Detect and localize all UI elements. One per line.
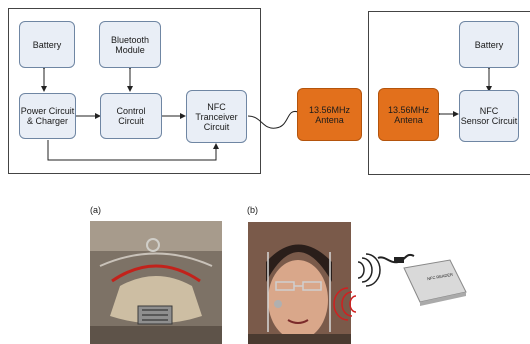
- bluetooth-module-node: Bluetooth Module: [99, 21, 161, 68]
- dental-appliance-photo: [90, 221, 222, 344]
- nfc-antenna-cable: [247, 110, 299, 129]
- red-wave-1: [349, 295, 357, 313]
- black-wave-3: [365, 253, 381, 287]
- red-wave-2: [341, 291, 353, 317]
- battery-node: Battery: [19, 21, 75, 68]
- control-circuit-node: Control Circuit: [100, 93, 162, 139]
- black-wave-2: [361, 257, 373, 283]
- appliance-illustration: [90, 221, 222, 344]
- reader-plug: [394, 257, 404, 263]
- photo-a-label: (a): [90, 205, 101, 215]
- power-nfc-bus: [47, 140, 219, 161]
- power-circuit-node: Power Circuit & Charger: [19, 93, 76, 139]
- left-antenna-node: 13.56MHz Antena: [297, 88, 362, 141]
- right-battery-node: Battery: [459, 21, 519, 68]
- red-wave-3: [333, 287, 349, 321]
- nfc-transceiver-node: NFC Tranceiver Circuit: [186, 90, 247, 143]
- head-device-photo: [248, 222, 351, 344]
- nfc-sensor-node: NFC Sensor Circuit: [459, 90, 519, 142]
- black-wave-1: [357, 261, 365, 279]
- photo-b-label: (b): [247, 205, 258, 215]
- right-antenna-node: 13.56MHz Antena: [378, 88, 439, 141]
- head-illustration: [248, 222, 351, 344]
